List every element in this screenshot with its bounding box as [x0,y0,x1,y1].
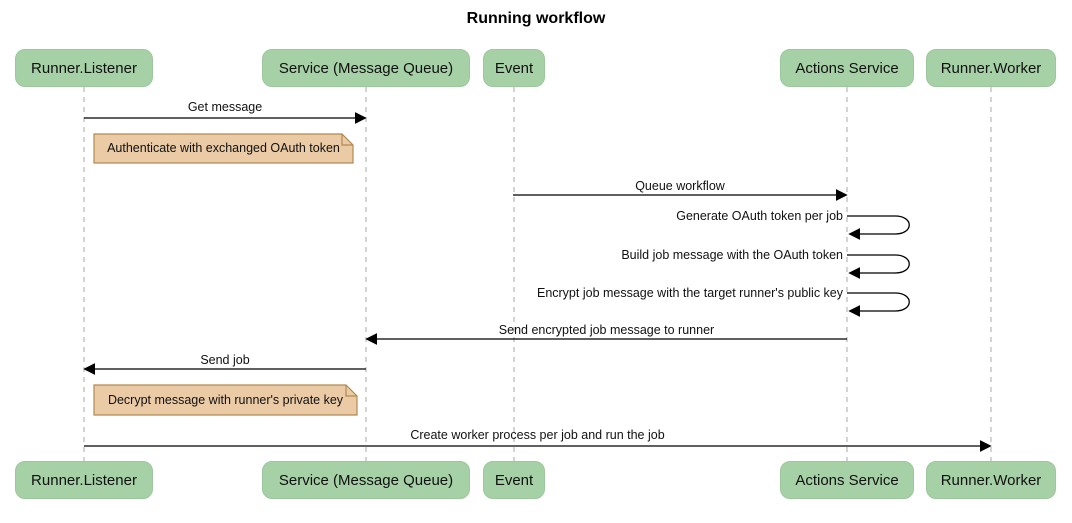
message-label-send-encrypted-job-message: Send encrypted job message to runner [498,323,715,337]
message-label-get-message: Get message [187,100,263,114]
self-message-label-build-job-message: Build job message with the OAuth token [621,248,843,262]
note-authenticate: Authenticate with exchanged OAuth token [107,141,340,155]
message-label-queue-workflow: Queue workflow [635,179,725,193]
self-message-label-generate-oauth-token: Generate OAuth token per job [676,209,843,223]
note-shape-decrypt [93,384,358,416]
note-fold-decrypt [345,385,357,397]
self-loop-generate-oauth-token [847,215,910,240]
participant-event-bottom: Event [483,461,545,499]
message-label-send-job: Send job [200,353,250,367]
participant-runner-listener-top: Runner.Listener [15,49,153,87]
participant-actions-service-top: Actions Service [780,49,914,87]
note-decrypt: Decrypt message with runner's private ke… [107,393,344,407]
participant-service-message-queue-bottom: Service (Message Queue) [262,461,470,499]
participant-runner-worker-bottom: Runner.Worker [926,461,1056,499]
self-message-label-encrypt-job-message: Encrypt job message with the target runn… [536,286,843,300]
participant-service-message-queue-top: Service (Message Queue) [262,49,470,87]
participant-runner-listener-bottom: Runner.Listener [15,461,153,499]
note-fold-authenticate [341,134,353,146]
self-loop-encrypt-job-message [847,292,910,317]
message-label-create-worker-process: Create worker process per job and run th… [410,428,665,442]
note-shape-authenticate [93,133,354,164]
diagram-title: Running workflow [466,10,606,27]
participant-runner-worker-top: Runner.Worker [926,49,1056,87]
self-loop-build-job-message [847,254,910,279]
participant-event-top: Event [483,49,545,87]
participant-actions-service-bottom: Actions Service [780,461,914,499]
